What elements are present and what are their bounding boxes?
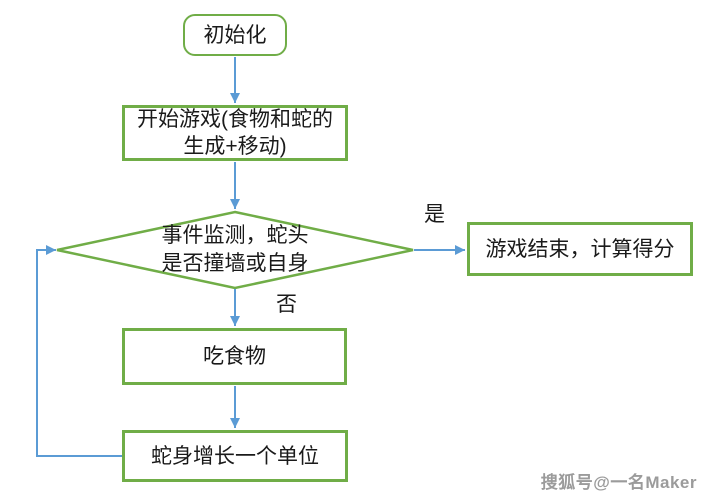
node-text-line: 生成+移动): [183, 135, 287, 158]
node-text-line: 是否撞墙或自身: [161, 252, 309, 275]
loop-connector-grow-to-eventcheck: [36, 245, 122, 457]
flow-node-grow: 蛇身增长一个单位: [122, 430, 348, 482]
watermark: 搜狐号@一名Maker: [540, 473, 697, 492]
edge-label-no: 否: [276, 293, 297, 316]
node-text-line: 开始游戏(食物和蛇的: [137, 108, 333, 131]
node-text-line: 事件监测，蛇头: [161, 224, 309, 247]
flow-node-game-over: 游戏结束，计算得分: [467, 222, 693, 276]
flow-node-start: 初始化: [183, 14, 287, 56]
flow-node-start-game: 开始游戏(食物和蛇的 生成+移动): [122, 105, 348, 161]
flow-node-event-check: 事件监测，蛇头 是否撞墙或自身: [100, 219, 370, 281]
decision-diamond-shape: [56, 210, 414, 290]
edge-label-yes: 是: [424, 203, 445, 226]
flow-node-eat-food: 吃食物: [122, 328, 347, 385]
